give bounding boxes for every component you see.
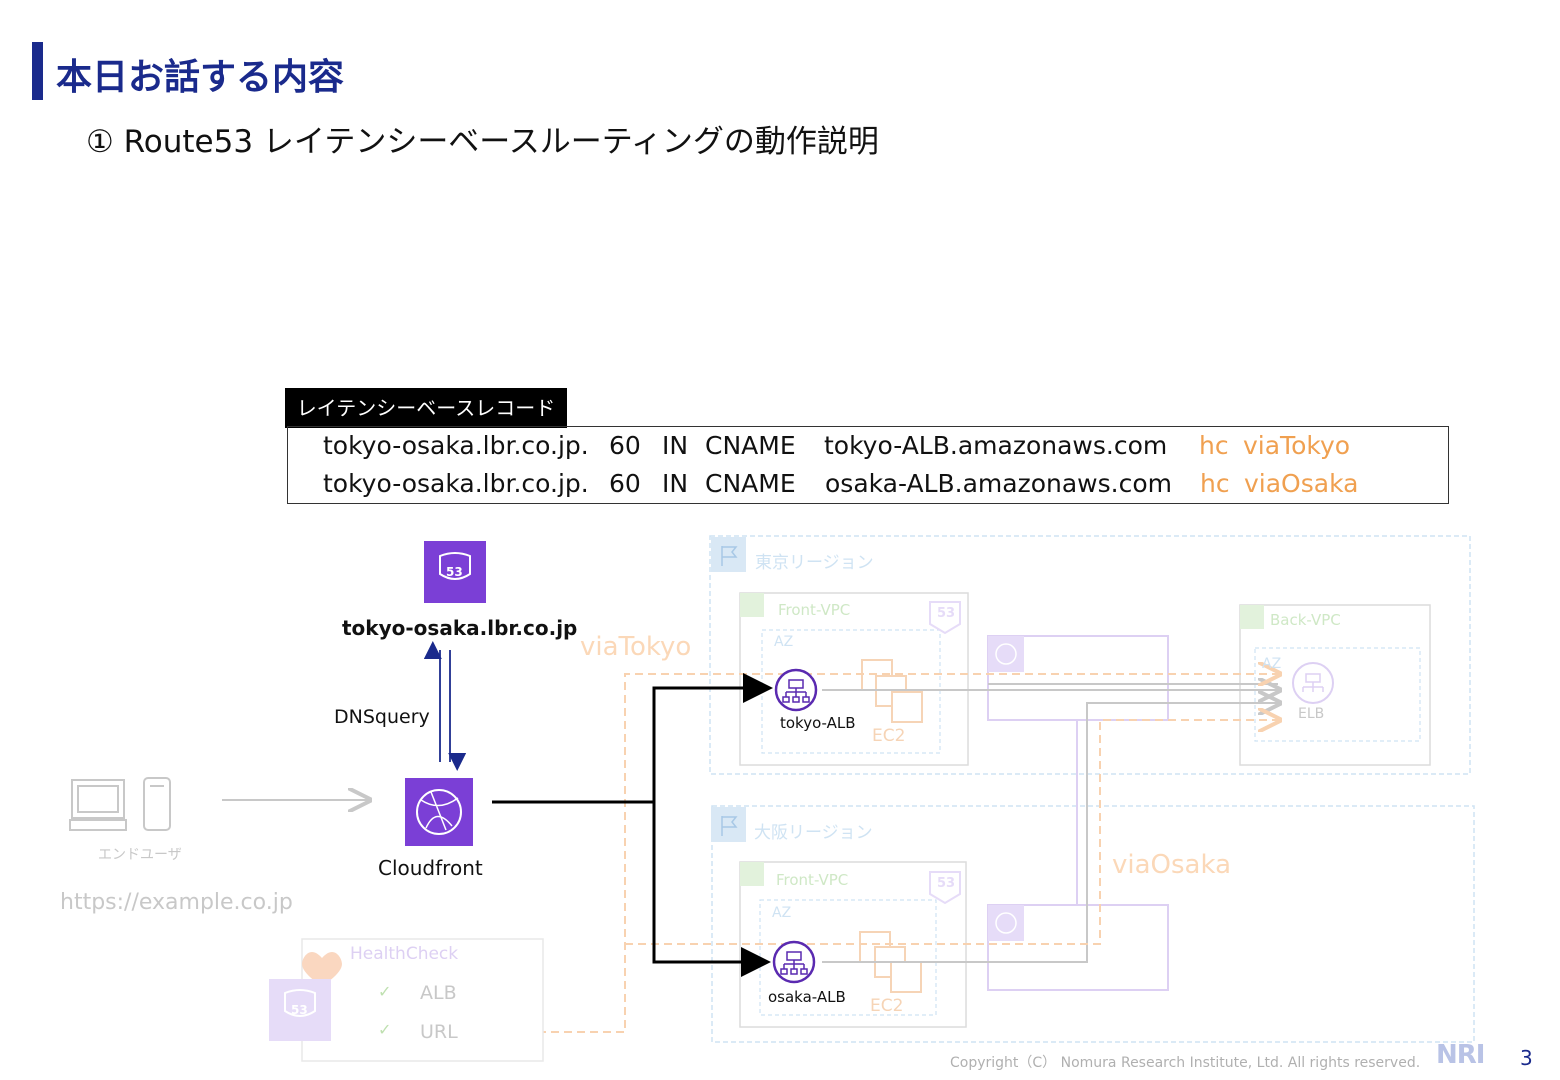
record-hc-id: viaTokyo [1243, 431, 1351, 460]
page-number: 3 [1520, 1046, 1533, 1070]
back-az-box [1254, 647, 1421, 742]
vpc-cloud-icon [740, 593, 764, 617]
tokyo-alb-icon [774, 668, 818, 712]
osaka-alb-label: osaka-ALB [768, 988, 846, 1006]
url-label: https://example.co.jp [60, 890, 293, 915]
record-type: CNAME [705, 431, 796, 460]
check-icon: ✓ [378, 1020, 392, 1039]
back-az-label: AZ [1262, 656, 1282, 672]
end-user-devices-icon [69, 777, 171, 831]
nri-logo: NRI [1436, 1040, 1485, 1070]
vpc-cloud-icon [740, 862, 764, 886]
transit-icon [988, 905, 1024, 941]
route53-icon-number: 53 [446, 565, 463, 579]
osaka-region-label: 大阪リージョン [754, 823, 873, 843]
healthcheck-label: HealthCheck [350, 944, 459, 964]
record-class: IN [662, 469, 689, 498]
copyright: Copyright（C） Nomura Research Institute, … [950, 1055, 1421, 1071]
record-name: tokyo-osaka.lbr.co.jp. [323, 431, 589, 460]
hc-item-url: URL [420, 1021, 458, 1043]
record-class: IN [662, 431, 689, 460]
osaka-ec2-label: EC2 [870, 996, 904, 1016]
healthcheck-panel [301, 938, 544, 1062]
tokyo-region-box [709, 535, 1471, 775]
transit-icon [988, 636, 1024, 672]
record-hc-id: viaOsaka [1244, 469, 1359, 498]
healthcheck-icon-number: 53 [291, 1003, 308, 1017]
elb-icon [1292, 662, 1334, 704]
hc-item-alb: ALB [420, 982, 457, 1004]
osaka-alb-icon [772, 940, 816, 984]
record-box: tokyo-osaka.lbr.co.jp. 60 IN CNAME tokyo… [287, 426, 1449, 504]
record-target: tokyo-ALB.amazonaws.com [824, 431, 1168, 460]
vpc-cloud-icon [1240, 605, 1264, 629]
title-accent-bar [32, 42, 43, 100]
dnsquery-label: DNSquery [334, 706, 430, 728]
record-ttl: 60 [609, 431, 641, 460]
record-name: tokyo-osaka.lbr.co.jp. [323, 469, 589, 498]
route53-badge-number: 53 [937, 876, 956, 891]
tokyo-front-vpc-label: Front-VPC [778, 601, 851, 619]
route53-domain-label: tokyo-osaka.lbr.co.jp [342, 616, 578, 640]
heart-icon [302, 951, 342, 986]
record-tab-label: レイテンシーベースレコード [285, 388, 567, 428]
record-ttl: 60 [609, 469, 641, 498]
tokyo-az-label: AZ [774, 634, 794, 650]
region-flag-icon [711, 807, 746, 842]
osaka-front-vpc-label: Front-VPC [776, 871, 849, 889]
elb-label: ELB [1298, 706, 1325, 722]
check-icon: ✓ [378, 982, 392, 1001]
end-user-label: エンドユーザ [98, 847, 182, 863]
osaka-az-box [759, 899, 937, 1016]
region-flag-icon [711, 537, 746, 572]
route53-badge-icon [929, 601, 961, 635]
route53-badge-icon [929, 871, 961, 905]
via-osaka-label: viaOsaka [1112, 850, 1232, 880]
region-flag-icon [721, 546, 738, 566]
via-tokyo-label: viaTokyo [580, 632, 692, 662]
cloudfront-label: Cloudfront [378, 856, 483, 880]
region-flag-icon [721, 816, 738, 836]
page-title: 本日お話する内容 [56, 57, 345, 98]
record-hc: hc [1199, 431, 1229, 460]
route53-icon [424, 541, 486, 603]
osaka-az-label: AZ [772, 905, 792, 921]
record-hc: hc [1200, 469, 1230, 498]
tokyo-region-label: 東京リージョン [755, 553, 874, 573]
page-subtitle: ① Route53 レイテンシーベースルーティングの動作説明 [86, 124, 879, 160]
tokyo-ec2-label: EC2 [872, 726, 906, 746]
record-type: CNAME [705, 469, 796, 498]
route53-badge-number: 53 [937, 606, 956, 621]
osaka-region-box [711, 805, 1475, 1043]
record-target: osaka-ALB.amazonaws.com [825, 469, 1172, 498]
tokyo-front-vpc-box [739, 592, 969, 766]
back-vpc-label: Back-VPC [1270, 611, 1341, 629]
tokyo-alb-label: tokyo-ALB [780, 714, 856, 732]
